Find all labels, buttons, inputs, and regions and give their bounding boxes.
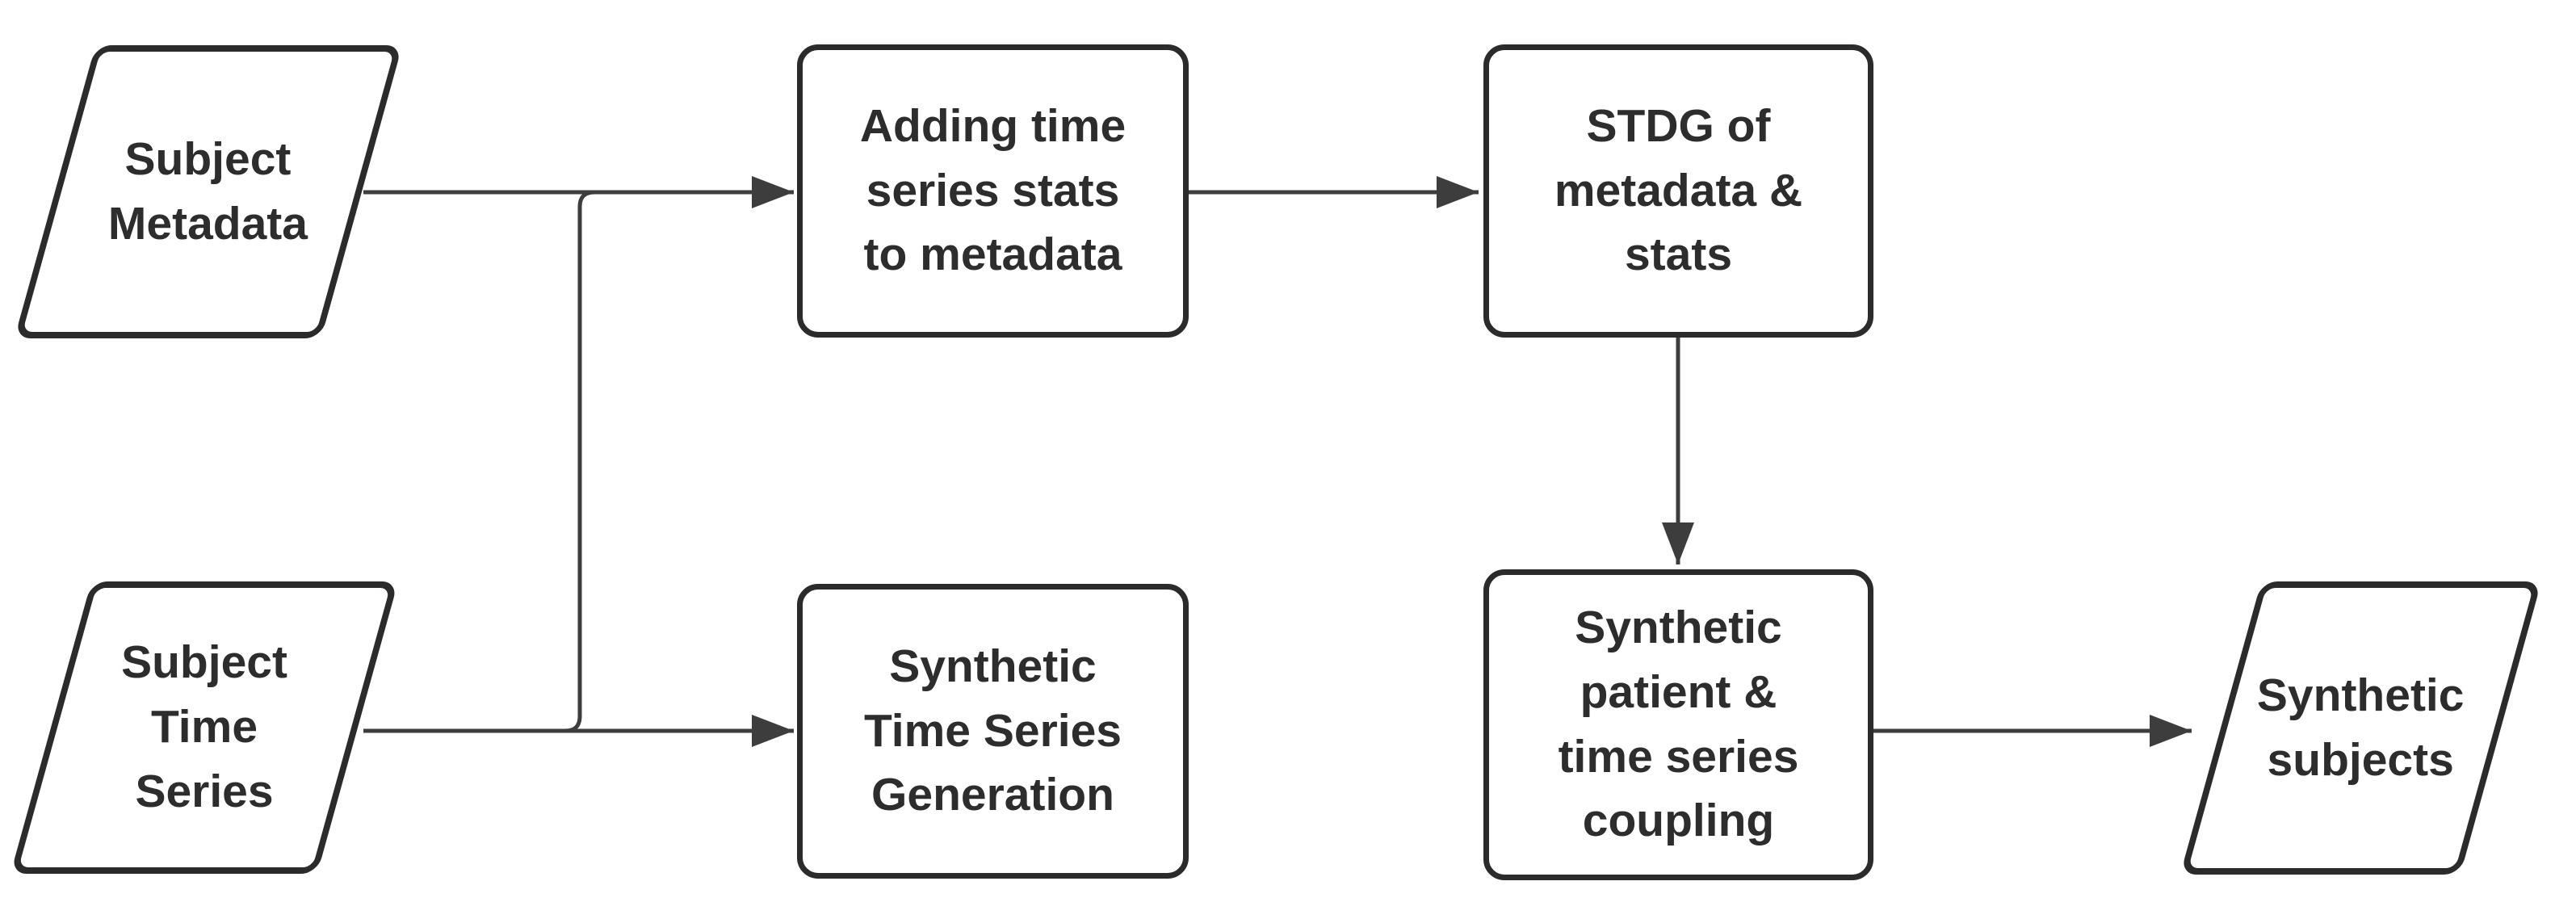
node-adding-stats-label: Adding time series stats to metadata	[859, 99, 1126, 281]
edge-subject-time-series-to-adding-stats	[363, 190, 794, 733]
node-adding-stats: Adding time series stats to metadata	[797, 44, 1189, 338]
node-coupling-label: Synthetic patient & time series coupling	[1558, 601, 1799, 847]
node-subject-metadata-label: Subject Metadata	[108, 132, 308, 250]
node-synthetic-ts-generation-label: Synthetic Time Series Generation	[864, 640, 1122, 821]
node-synthetic-subjects-label: Synthetic subjects	[2257, 669, 2465, 786]
node-stdg: STDG of metadata & stats	[1483, 44, 1873, 338]
node-synthetic-ts-generation: Synthetic Time Series Generation	[797, 584, 1189, 879]
node-subject-time-series-label: Subject Time Series	[121, 636, 287, 817]
node-stdg-label: STDG of metadata & stats	[1554, 99, 1803, 281]
node-coupling: Synthetic patient & time series coupling	[1483, 569, 1873, 880]
